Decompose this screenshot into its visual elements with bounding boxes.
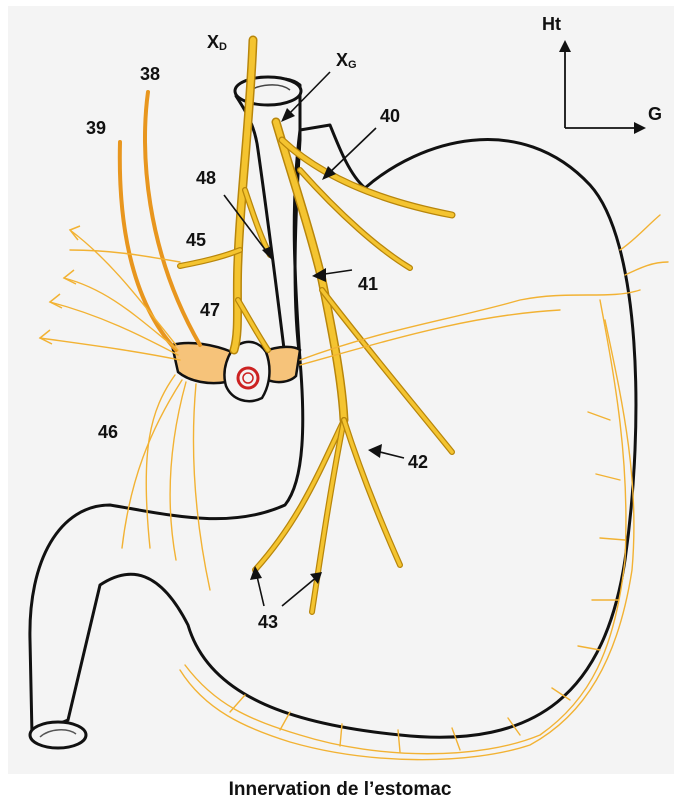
label-45: 45 [186, 230, 206, 250]
label-47: 47 [200, 300, 220, 320]
label-40: 40 [380, 106, 400, 126]
duodenum-lumen [30, 722, 86, 748]
label-41: 41 [358, 274, 378, 294]
label-38: 38 [140, 64, 160, 84]
label-42: 42 [408, 452, 428, 472]
label-48: 48 [196, 168, 216, 188]
label-39: 39 [86, 118, 106, 138]
figure-caption: Innervation de l’estomac [229, 779, 452, 800]
axis-right-label: G [648, 104, 662, 124]
label-46: 46 [98, 422, 118, 442]
axis-up-label: Ht [542, 14, 561, 34]
esophagus-lumen [235, 77, 301, 105]
aorta-lumen [243, 373, 253, 383]
label-43: 43 [258, 612, 278, 632]
